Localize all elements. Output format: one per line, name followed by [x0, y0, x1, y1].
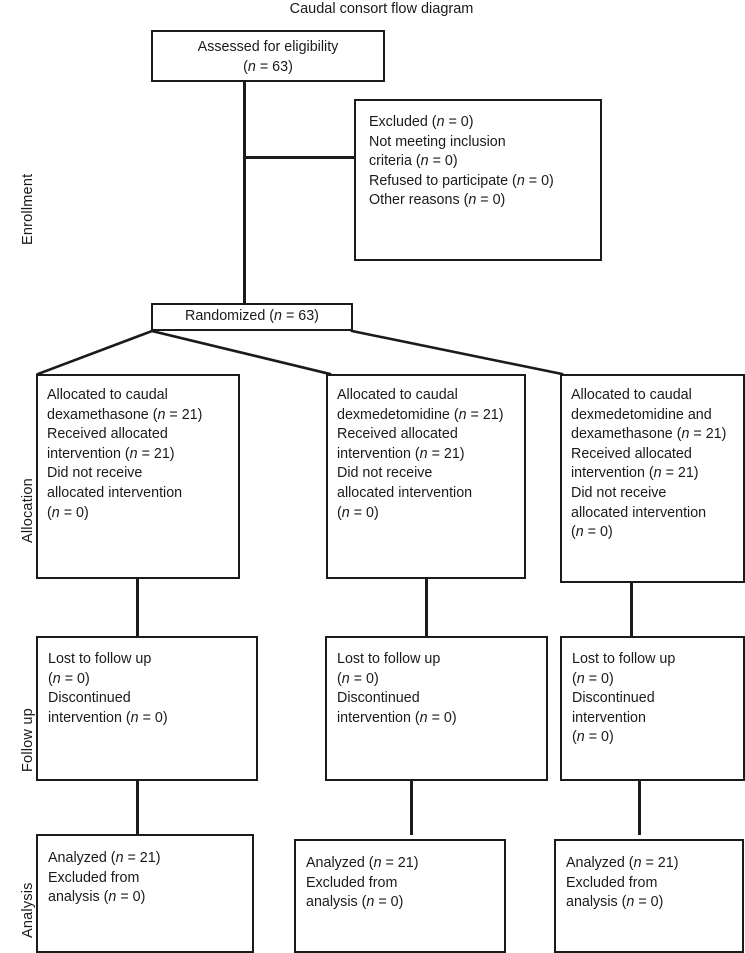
connector-assessed-to-excluded [243, 156, 355, 159]
page-title: Caudal consort flow diagram [289, 1, 474, 17]
branch-line-left [36, 329, 154, 376]
connector-alloc2-to-follow2 [425, 578, 428, 636]
connector-alloc1-to-follow1 [136, 578, 139, 636]
box-analysis-group-2-text: Analyzed (n = 21) Excluded from analysis… [306, 855, 419, 911]
box-analysis-group-1: Analyzed (n = 21) Excluded from analysis… [36, 834, 254, 953]
connector-follow1-to-analysis1 [136, 780, 139, 835]
box-allocation-group-3: Allocated to caudal dexmedetomidine and … [560, 374, 745, 583]
box-allocation-group-3-text: Allocated to caudal dexmedetomidine and … [571, 387, 727, 541]
connector-follow2-to-analysis2 [410, 780, 413, 835]
box-allocation-group-1: Allocated to caudal dexamethasone (n = 2… [36, 374, 240, 579]
box-analysis-group-3: Analyzed (n = 21) Excluded from analysis… [554, 839, 744, 953]
box-followup-group-3-text: Lost to follow up (n = 0) Discontinued i… [572, 651, 676, 746]
box-allocation-group-2: Allocated to caudal dexmedetomidine (n =… [326, 374, 526, 579]
box-assessed-for-eligibility: Assessed for eligibility (n = 63) [151, 30, 385, 82]
connector-alloc3-to-follow3 [630, 578, 633, 636]
box-assessed-text: Assessed for eligibility (n = 63) [197, 39, 339, 75]
box-allocation-group-1-text: Allocated to caudal dexamethasone (n = 2… [47, 387, 203, 521]
box-followup-group-2-text: Lost to follow up (n = 0) Discontinued i… [337, 651, 457, 726]
box-excluded: Excluded (n = 0) Not meeting inclusion c… [354, 99, 602, 261]
connector-follow3-to-analysis3 [638, 780, 641, 835]
box-allocation-group-2-text: Allocated to caudal dexmedetomidine (n =… [337, 387, 504, 521]
box-analysis-group-2: Analyzed (n = 21) Excluded from analysis… [294, 839, 506, 953]
connector-assessed-to-randomized [243, 82, 246, 304]
box-excluded-text: Excluded (n = 0) Not meeting inclusion c… [369, 114, 554, 209]
box-followup-group-3: Lost to follow up (n = 0) Discontinued i… [560, 636, 745, 781]
branch-line-middle [150, 329, 332, 376]
branch-line-right [350, 329, 564, 376]
box-analysis-group-3-text: Analyzed (n = 21) Excluded from analysis… [566, 855, 679, 911]
box-analysis-group-1-text: Analyzed (n = 21) Excluded from analysis… [48, 850, 161, 906]
box-followup-group-1-text: Lost to follow up (n = 0) Discontinued i… [48, 651, 168, 726]
box-randomized-text: Randomized (n = 63) [185, 308, 319, 324]
box-followup-group-1: Lost to follow up (n = 0) Discontinued i… [36, 636, 258, 781]
box-followup-group-2: Lost to follow up (n = 0) Discontinued i… [325, 636, 548, 781]
box-randomized: Randomized (n = 63) [151, 303, 353, 331]
